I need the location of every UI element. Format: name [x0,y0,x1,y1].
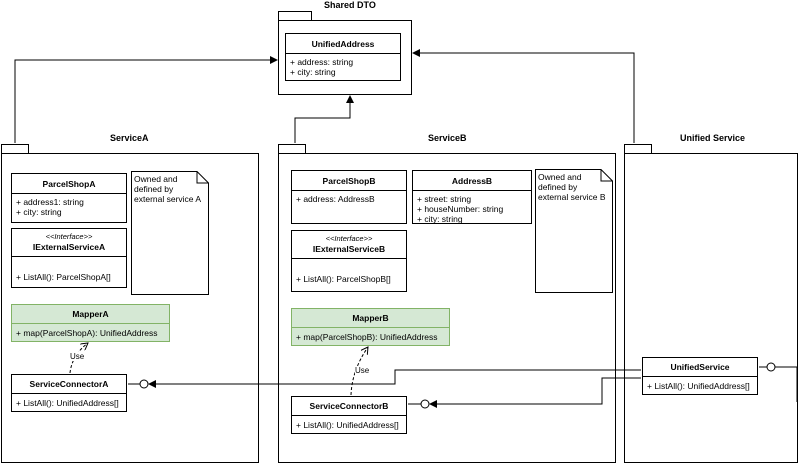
class-unified-service-members: + ListAll(): UnifiedAddress[] [643,377,757,391]
package-shared-dto-tab [278,11,312,21]
interface-iexternal-service-b[interactable]: <<Interface>> IExternalServiceB + ListAl… [291,230,407,292]
class-unified-address[interactable]: UnifiedAddress + address: string + city:… [285,33,401,81]
stereotype-label: <<Interface>> [45,232,93,241]
note-b-frame [535,169,613,293]
class-service-connector-b-name: ServiceConnectorB [292,397,406,416]
class-mapper-b-name: MapperB [292,309,449,328]
member: + map(ParcelShopB): UnifiedAddress [296,332,438,342]
member: + city: string [290,67,336,77]
class-mapper-a-name: MapperA [12,305,169,324]
class-mapper-b-members: + map(ParcelShopB): UnifiedAddress [292,328,449,342]
member: + ListAll(): UnifiedAddress[] [16,398,119,408]
class-parcel-shop-b-members: + address: AddressB [292,191,406,204]
member: + city: string [417,214,463,224]
package-service-a-title: ServiceA [110,133,149,143]
class-parcel-shop-a-members: + address1: string + city: string [12,194,126,217]
class-address-b[interactable]: AddressB + street: string + houseNumber:… [412,170,532,224]
interface-iexternal-service-a-header: <<Interface>> IExternalServiceA [12,229,126,257]
edge-unified-to-connector-b [429,377,641,408]
class-mapper-b[interactable]: MapperB + map(ParcelShopB): UnifiedAddre… [291,308,450,346]
class-address-b-members: + street: string + houseNumber: string +… [413,191,531,224]
use-label-a: Use [70,352,85,361]
member: + ListAll(): ParcelShopA[] [16,272,111,282]
member: + address: AddressB [296,194,375,204]
interface-iexternal-service-a-members: + ListAll(): ParcelShopA[] [12,257,126,282]
stereotype-label: <<Interface>> [325,234,373,243]
member: + houseNumber: string [417,204,504,214]
class-unified-service-name: UnifiedService [643,358,757,377]
note-a: Owned and defined by external service A [134,174,202,204]
member: + city: string [16,207,62,217]
edge-service-b-to-shared-dto [294,95,354,143]
interface-iexternal-service-b-name: IExternalServiceB [312,244,386,254]
member: + address: string [290,57,354,67]
class-unified-address-members: + address: string + city: string [286,54,400,77]
class-parcel-shop-b-name: ParcelShopB [292,171,406,191]
package-unified-service[interactable] [624,153,798,463]
member: + ListAll(): UnifiedAddress[] [296,420,399,430]
interface-iexternal-service-a[interactable]: <<Interface>> IExternalServiceA + ListAl… [11,228,127,288]
class-mapper-a-members: + map(ParcelShopA): UnifiedAddress [12,324,169,338]
package-shared-dto-title: Shared DTO [324,0,376,10]
class-service-connector-b-members: + ListAll(): UnifiedAddress[] [292,416,406,430]
class-parcel-shop-a[interactable]: ParcelShopA + address1: string + city: s… [11,173,127,223]
note-b: Owned and defined by external service B [538,172,606,202]
lollipop-connector-a [139,379,149,389]
lollipop-connector-b [420,399,430,409]
lollipop-unified-service [766,362,776,372]
note-shape [131,171,209,295]
member: + ListAll(): UnifiedAddress[] [647,381,750,391]
member: + ListAll(): ParcelShopB[] [296,274,391,284]
class-mapper-a[interactable]: MapperA + map(ParcelShopA): UnifiedAddre… [11,304,170,342]
edge-unified-to-connector-a [148,369,641,388]
note-shape [535,169,613,293]
member: + map(ParcelShopA): UnifiedAddress [16,328,158,338]
package-service-b-title: ServiceB [428,133,467,143]
class-service-connector-b[interactable]: ServiceConnectorB + ListAll(): UnifiedAd… [291,396,407,434]
interface-iexternal-service-b-members: + ListAll(): ParcelShopB[] [292,259,406,284]
use-label-b: Use [355,366,370,375]
class-service-connector-a-members: + ListAll(): UnifiedAddress[] [12,394,126,408]
package-service-a-tab [1,144,29,154]
edge-unified-service-to-shared-dto [412,49,635,143]
class-address-b-name: AddressB [413,171,531,191]
class-parcel-shop-b[interactable]: ParcelShopB + address: AddressB [291,170,407,224]
interface-iexternal-service-b-header: <<Interface>> IExternalServiceB [292,231,406,259]
package-service-b-tab [278,144,306,154]
member: + address1: string [16,197,84,207]
member: + street: string [417,194,472,204]
package-unified-service-tab [624,144,652,154]
package-unified-service-title: Unified Service [680,133,746,143]
note-a-frame [131,171,209,295]
edge-unified-service-out [775,366,798,402]
class-parcel-shop-a-name: ParcelShopA [12,174,126,194]
class-service-connector-a-name: ServiceConnectorA [12,375,126,394]
edge-service-a-to-shared-dto [14,56,278,143]
class-unified-address-name: UnifiedAddress [286,34,400,54]
class-unified-service[interactable]: UnifiedService + ListAll(): UnifiedAddre… [642,357,758,395]
interface-iexternal-service-a-name: IExternalServiceA [32,242,106,252]
class-service-connector-a[interactable]: ServiceConnectorA + ListAll(): UnifiedAd… [11,374,127,412]
